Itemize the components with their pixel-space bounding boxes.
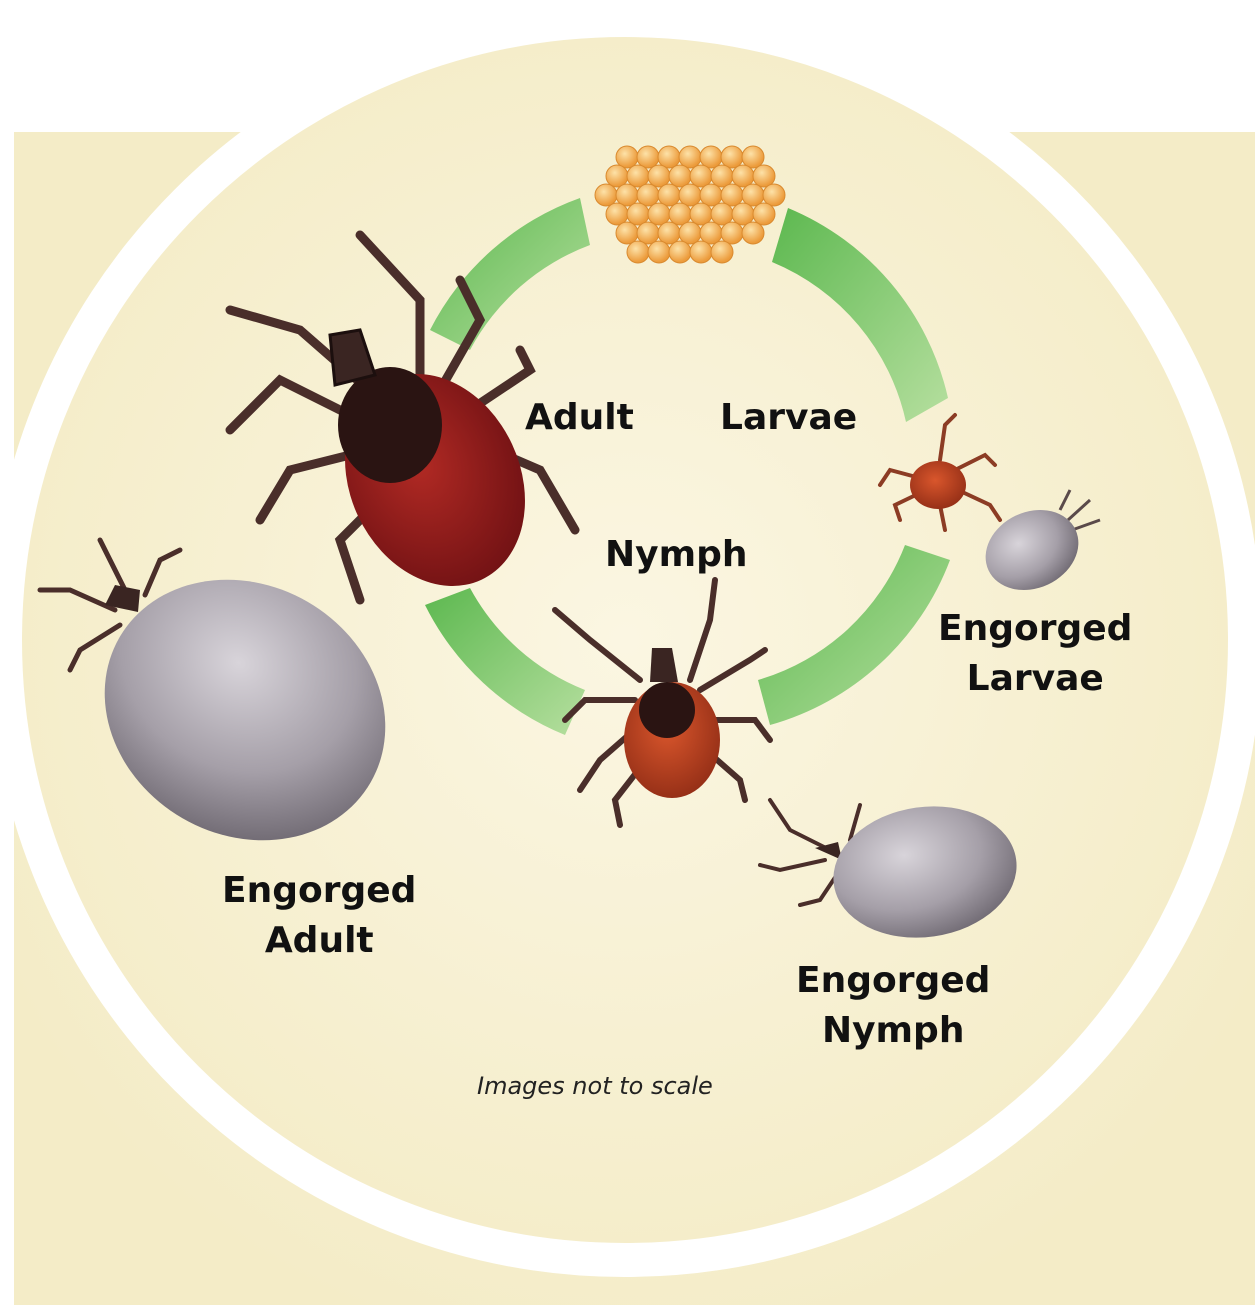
egg <box>637 184 659 206</box>
egg <box>732 203 754 225</box>
egg <box>669 203 691 225</box>
label-engorged-nymph: Engorged Nymph <box>796 956 990 1056</box>
egg <box>627 241 649 263</box>
egg <box>648 241 670 263</box>
egg <box>606 165 628 187</box>
egg <box>721 184 743 206</box>
label-nymph: Nymph <box>605 530 748 580</box>
egg <box>627 165 649 187</box>
egg <box>658 222 680 244</box>
egg <box>679 184 701 206</box>
egg <box>721 222 743 244</box>
egg <box>721 146 743 168</box>
egg <box>700 222 722 244</box>
egg <box>690 241 712 263</box>
egg <box>679 146 701 168</box>
egg <box>669 241 691 263</box>
egg <box>742 222 764 244</box>
egg <box>711 241 733 263</box>
egg <box>627 203 649 225</box>
egg <box>690 165 712 187</box>
label-larvae: Larvae <box>720 393 857 443</box>
egg <box>679 222 701 244</box>
egg <box>669 165 691 187</box>
egg <box>606 203 628 225</box>
egg <box>711 165 733 187</box>
egg <box>732 165 754 187</box>
egg <box>763 184 785 206</box>
egg <box>637 222 659 244</box>
egg <box>711 203 733 225</box>
label-engorged-adult: Engorged Adult <box>222 866 416 966</box>
egg <box>595 184 617 206</box>
egg <box>690 203 712 225</box>
egg <box>742 184 764 206</box>
egg <box>616 184 638 206</box>
egg <box>742 146 764 168</box>
egg <box>648 203 670 225</box>
egg <box>700 146 722 168</box>
egg <box>658 146 680 168</box>
scale-note: Images not to scale <box>477 1072 713 1100</box>
egg <box>753 203 775 225</box>
label-adult: Adult <box>525 393 634 443</box>
label-engorged-larvae: Engorged Larvae <box>938 604 1132 704</box>
egg <box>658 184 680 206</box>
egg <box>753 165 775 187</box>
egg <box>616 222 638 244</box>
egg <box>616 146 638 168</box>
egg <box>700 184 722 206</box>
egg <box>637 146 659 168</box>
egg <box>648 165 670 187</box>
